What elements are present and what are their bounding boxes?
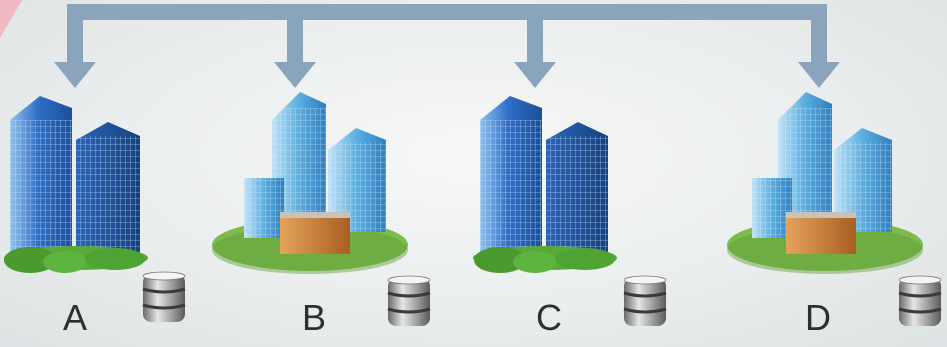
site-label-c: C <box>536 297 562 338</box>
database-icon <box>142 271 186 322</box>
building-c <box>473 96 617 273</box>
building-d <box>727 92 923 274</box>
database-icon <box>623 275 667 326</box>
database-icon <box>898 275 942 326</box>
corner-accent <box>0 0 22 38</box>
building-a <box>4 96 148 273</box>
site-label-a: A <box>62 297 87 338</box>
site-label-b: B <box>301 297 326 338</box>
building-b <box>212 92 408 274</box>
database-icon <box>387 275 431 326</box>
replication-bus <box>54 4 840 88</box>
site-label-d: D <box>805 297 831 338</box>
